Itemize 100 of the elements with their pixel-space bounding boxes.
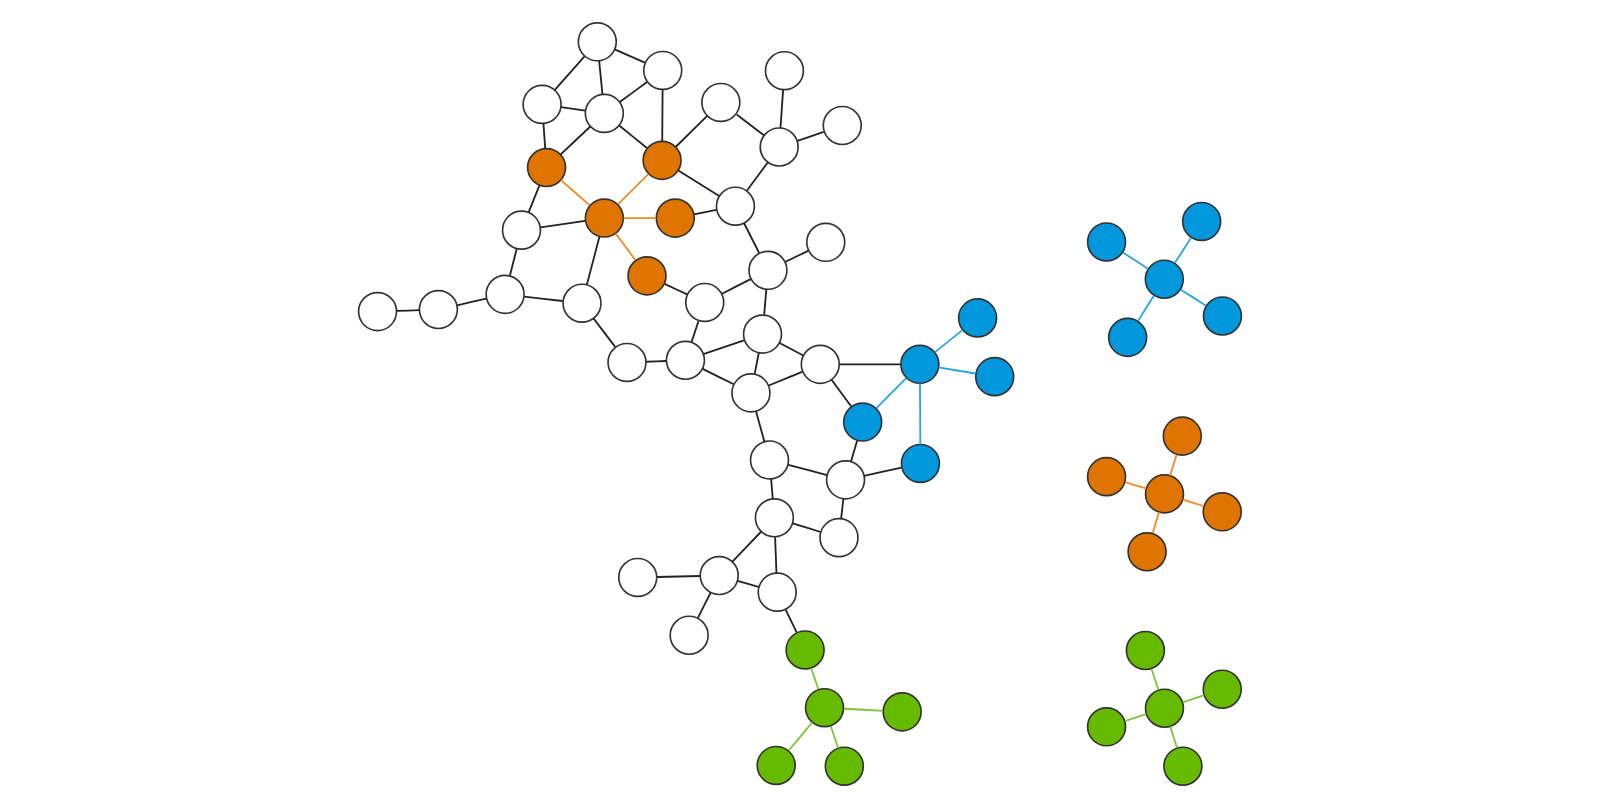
node-circle xyxy=(742,314,783,354)
node-circle xyxy=(715,186,756,226)
connector xyxy=(1181,498,1205,507)
node-circle xyxy=(756,745,796,786)
connector xyxy=(1181,694,1205,704)
node-circle xyxy=(748,250,788,291)
connector xyxy=(598,59,604,95)
connector xyxy=(542,122,547,150)
connector xyxy=(1122,251,1149,270)
connector xyxy=(735,113,765,137)
node-circle xyxy=(665,340,706,381)
connector xyxy=(829,725,840,749)
node-circle xyxy=(1202,296,1243,336)
connector xyxy=(770,478,774,500)
connector xyxy=(746,161,769,192)
connector xyxy=(791,522,822,533)
connector xyxy=(1150,668,1160,691)
connector xyxy=(560,106,587,112)
node-circle xyxy=(754,498,795,538)
connector xyxy=(863,466,903,477)
node-circle xyxy=(759,127,799,167)
connector xyxy=(731,530,762,563)
connector xyxy=(784,249,809,263)
node-circle xyxy=(1144,259,1185,300)
connector xyxy=(674,115,709,148)
connector xyxy=(693,209,718,216)
connector xyxy=(553,55,586,91)
node-circle xyxy=(764,50,805,91)
node-circle xyxy=(357,291,398,332)
node-circle xyxy=(731,373,771,413)
connector xyxy=(585,235,601,286)
node-circle xyxy=(1202,492,1243,532)
connector xyxy=(784,608,798,634)
connector xyxy=(721,278,752,295)
connector xyxy=(690,320,700,343)
connector xyxy=(875,377,907,410)
node-circle xyxy=(800,344,841,385)
node-circle xyxy=(1086,222,1127,262)
connector xyxy=(618,124,648,149)
connector xyxy=(1179,288,1207,307)
connector xyxy=(592,317,617,348)
connector xyxy=(645,360,668,363)
connector xyxy=(617,173,649,206)
node-circle xyxy=(627,256,667,296)
connector xyxy=(937,366,977,375)
node-circle xyxy=(1107,317,1148,358)
connector xyxy=(663,283,689,296)
node-circle xyxy=(642,50,683,91)
node-circle xyxy=(1163,746,1203,786)
connector xyxy=(796,130,825,142)
node-circle xyxy=(825,460,866,500)
node-circle xyxy=(699,555,739,596)
node-circle xyxy=(1144,688,1185,729)
node-circle xyxy=(1086,707,1127,747)
connector xyxy=(763,288,768,316)
connector xyxy=(838,363,902,366)
connector xyxy=(1137,294,1155,322)
node-circle xyxy=(642,140,682,181)
connector xyxy=(830,378,852,408)
connector xyxy=(539,219,587,229)
node-circle xyxy=(1127,532,1167,572)
connector xyxy=(656,575,701,578)
connector xyxy=(622,217,657,219)
connector xyxy=(618,80,649,103)
node-circle xyxy=(607,342,647,383)
node-circle xyxy=(1181,201,1222,242)
connector xyxy=(702,339,745,356)
node-circle xyxy=(1202,669,1243,710)
connector xyxy=(508,248,518,277)
connector xyxy=(774,536,778,574)
node-circle xyxy=(684,282,725,323)
connector xyxy=(560,179,591,207)
node-circle xyxy=(1162,416,1203,456)
connector xyxy=(456,297,488,307)
connector xyxy=(527,184,541,213)
node-circle xyxy=(824,746,865,786)
node-circle xyxy=(617,557,658,598)
connector xyxy=(1169,453,1178,477)
node-circle xyxy=(701,82,741,123)
connector xyxy=(755,410,766,443)
connector xyxy=(779,88,785,129)
node-circle xyxy=(749,440,790,480)
connector xyxy=(810,667,820,690)
connector xyxy=(778,342,805,357)
connector xyxy=(919,382,922,446)
node-circle xyxy=(882,692,922,732)
node-circle xyxy=(805,222,846,263)
node-circle xyxy=(900,443,941,484)
node-circle xyxy=(584,198,625,238)
node-circle xyxy=(974,356,1015,397)
connector xyxy=(840,498,845,520)
node-circle xyxy=(957,298,998,338)
connector xyxy=(1124,481,1148,490)
connector xyxy=(523,295,564,302)
node-circle xyxy=(584,93,625,134)
connector xyxy=(842,707,884,712)
connector xyxy=(743,222,760,254)
connector xyxy=(1151,511,1160,534)
node-circle xyxy=(655,198,696,238)
node-circle xyxy=(418,289,459,330)
